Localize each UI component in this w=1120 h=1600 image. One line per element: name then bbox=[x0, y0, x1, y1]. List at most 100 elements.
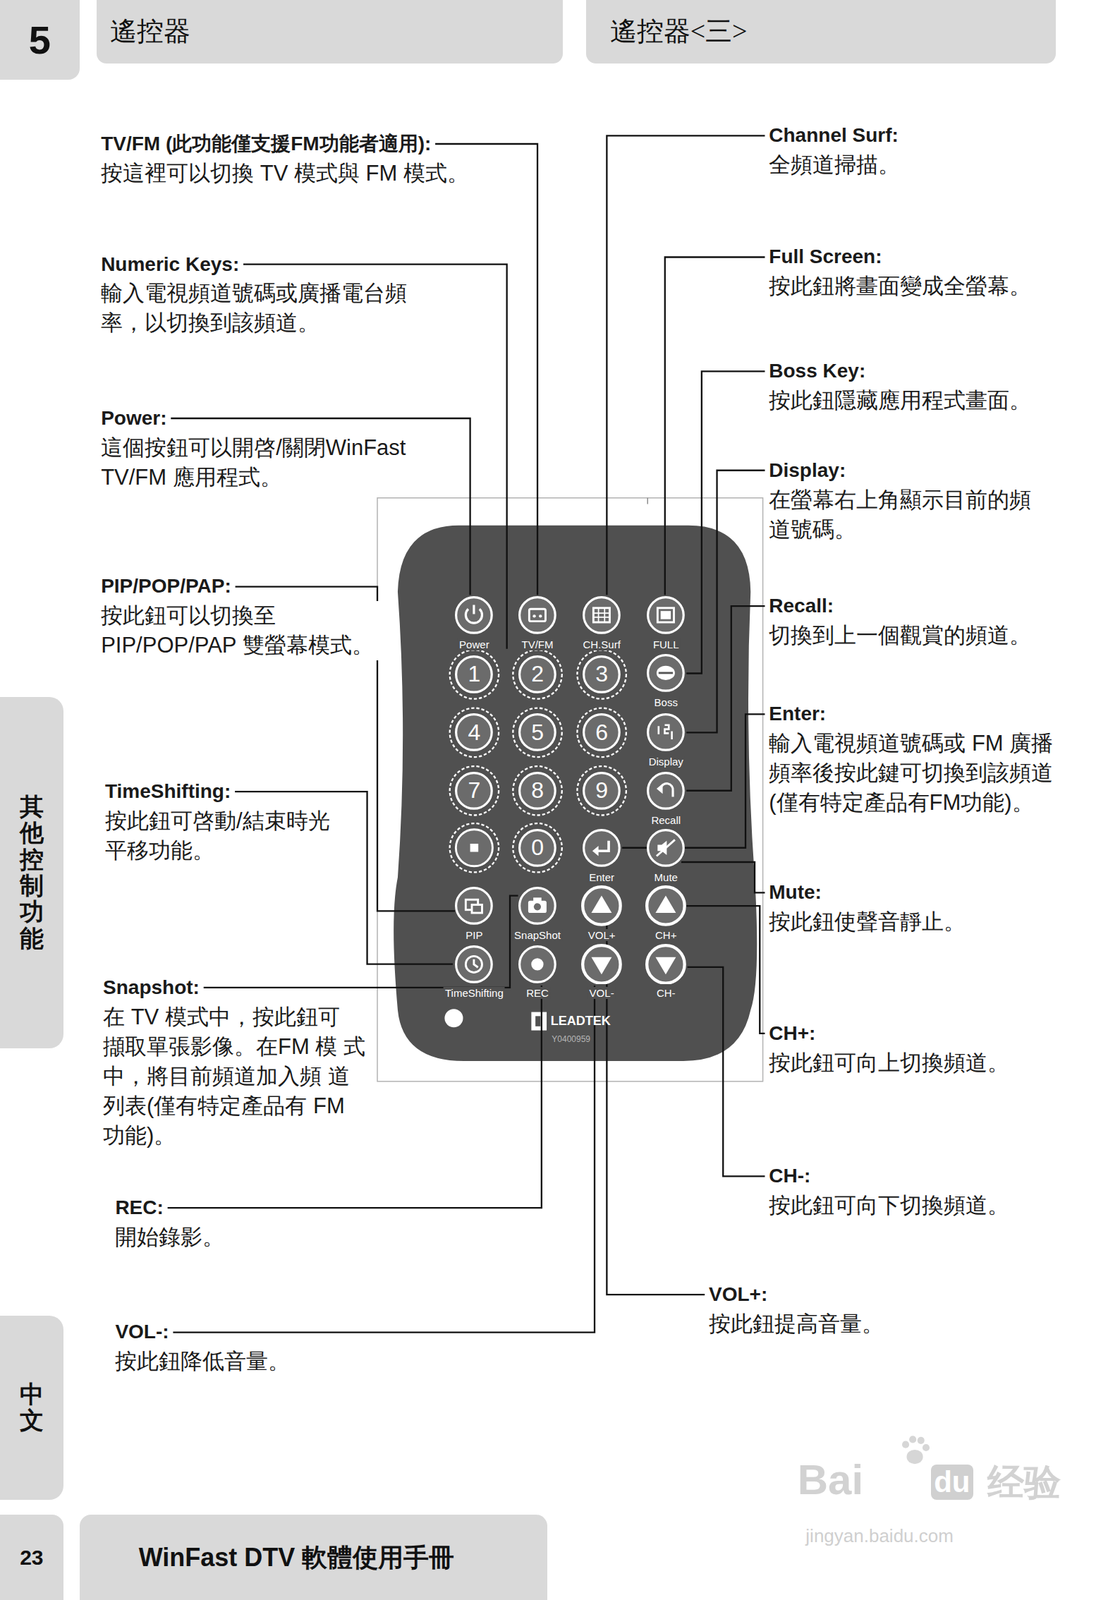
button-shape bbox=[645, 827, 687, 869]
callout-description: 按此鈕可向上切換頻道。 bbox=[768, 1048, 1010, 1078]
number-button: 1 bbox=[453, 653, 495, 695]
number-button: 7 bbox=[453, 770, 495, 812]
button-label: PIP bbox=[464, 928, 484, 941]
button-label: FULL bbox=[651, 638, 681, 651]
remote-button: SnapShot bbox=[516, 885, 558, 927]
callout-title: Boss Key: bbox=[768, 358, 866, 383]
button-label: Mute bbox=[653, 871, 680, 884]
number-button: 9 bbox=[581, 770, 623, 812]
leader-line bbox=[435, 143, 538, 595]
watermark: Bai bbox=[797, 1456, 864, 1503]
header-bar: 遙控器 bbox=[96, 0, 563, 64]
button-label: Boss bbox=[653, 696, 680, 709]
key-number: 0 bbox=[516, 827, 558, 869]
number-button: 6 bbox=[581, 711, 623, 753]
callout-title: VOL-: bbox=[114, 1319, 169, 1344]
callout-description: 輸入電視頻道號碼或 FM 廣播 頻率後按此鍵可切換到該頻道 (僅有特定產品有FM… bbox=[768, 728, 1072, 818]
leader-line bbox=[681, 861, 766, 893]
button-shape bbox=[453, 885, 495, 927]
button-shape bbox=[645, 711, 687, 753]
callout-title: PIP/POP/PAP: bbox=[100, 574, 232, 599]
remote-button: CH.Surf bbox=[581, 594, 623, 636]
button-label: VOL- bbox=[588, 986, 616, 999]
remote-button: TV/FM bbox=[516, 594, 558, 636]
key-number: 4 bbox=[453, 711, 495, 753]
callout-description: 這個按鈕可以開啓/關閉WinFast TV/FM 應用程式。 bbox=[100, 433, 428, 493]
box-text: 遙控器 bbox=[110, 13, 191, 50]
number-button: 8 bbox=[516, 770, 558, 812]
remote-button: Display bbox=[645, 711, 687, 753]
number-button: 3 bbox=[581, 653, 623, 695]
button-label: CH- bbox=[655, 986, 678, 999]
frame-tick bbox=[646, 497, 648, 505]
remote-button: REC bbox=[516, 943, 558, 985]
button-label: Power bbox=[457, 638, 491, 651]
button-label: CH.Surf bbox=[581, 638, 622, 651]
key-number: 9 bbox=[581, 770, 623, 812]
callout-description: 按此鈕使聲音靜止。 bbox=[768, 907, 966, 937]
remote-button: Boss bbox=[645, 652, 687, 694]
callout-title: Enter: bbox=[768, 701, 826, 726]
callout-description: 按此鈕可啓動/結束時光 平移功能。 bbox=[105, 806, 338, 866]
brand-logo: LEADTEK bbox=[550, 1013, 611, 1028]
leader-line bbox=[606, 925, 705, 1295]
callout-description: 按此鈕可以切換至 PIP/POP/PAP 雙螢幕模式。 bbox=[100, 600, 387, 661]
remote-button: TimeShifting bbox=[453, 943, 495, 985]
key-number: 5 bbox=[516, 711, 558, 753]
page-number-tab: 23 bbox=[0, 1514, 64, 1600]
button-shape bbox=[645, 885, 687, 927]
remote-button: FULL bbox=[645, 594, 687, 636]
key-number: 6 bbox=[581, 711, 623, 753]
ir-led bbox=[444, 1008, 463, 1027]
remote-button: VOL+ bbox=[581, 885, 623, 927]
remote-button: PIP bbox=[453, 885, 495, 927]
button-label: Display bbox=[647, 755, 685, 768]
footer-bar: WinFast DTV 軟體使用手冊 bbox=[79, 1514, 549, 1600]
remote-body bbox=[393, 525, 757, 1061]
callout-title: Full Screen: bbox=[768, 244, 882, 269]
remote-button: Power bbox=[453, 594, 495, 636]
vertical-tab-text: 其他控制功能 bbox=[19, 793, 44, 952]
button-shape bbox=[645, 943, 687, 985]
callout-description: 按此鈕降低音量。 bbox=[114, 1346, 290, 1377]
callout-title: VOL+: bbox=[708, 1282, 768, 1307]
callout-title: Mute: bbox=[768, 880, 822, 905]
key-number: 1 bbox=[453, 653, 495, 695]
button-label: TV/FM bbox=[520, 638, 556, 651]
leader-line bbox=[622, 713, 765, 848]
button-shape bbox=[581, 594, 623, 636]
callout-description: 在 TV 模式中，按此鈕可 擷取單張影像。在FM 模 式中，將目前頻道加入頻 道… bbox=[102, 1002, 367, 1151]
remote-button: CH+ bbox=[645, 885, 687, 927]
callout-title: Power: bbox=[100, 406, 167, 431]
watermark: 经验 bbox=[987, 1460, 1061, 1503]
box-text: 23 bbox=[19, 1545, 44, 1570]
callout-description: 切換到上一個觀賞的頻道。 bbox=[768, 620, 1032, 651]
button-label: Enter bbox=[587, 871, 616, 884]
leader-line bbox=[665, 257, 766, 596]
dot-button bbox=[455, 829, 493, 867]
leader-line bbox=[686, 470, 765, 733]
callout-title: Display: bbox=[768, 458, 846, 483]
key-number: 7 bbox=[453, 770, 495, 812]
leader-line bbox=[606, 135, 765, 595]
button-shape bbox=[645, 770, 687, 812]
callout-title: Recall: bbox=[768, 593, 834, 618]
header-bar: 遙控器<三> bbox=[586, 0, 1056, 64]
button-label: SnapShot bbox=[512, 928, 563, 941]
callout-description: 按此鈕可向下切換頻道。 bbox=[768, 1190, 1010, 1221]
callout-description: 全頻道掃描。 bbox=[768, 150, 900, 180]
vertical-tab-text: 中文 bbox=[19, 1380, 44, 1434]
button-label: Recall bbox=[649, 813, 683, 826]
side-tab: 其他控制功能 bbox=[0, 696, 64, 1049]
button-shape bbox=[516, 943, 558, 985]
button-shape bbox=[453, 594, 495, 636]
button-label: CH+ bbox=[653, 928, 678, 941]
leader-line bbox=[686, 905, 765, 1034]
leader-line bbox=[686, 605, 765, 791]
watermark-url: jingyan.baidu.com bbox=[805, 1524, 954, 1546]
leader-line bbox=[203, 895, 519, 988]
leader-line bbox=[686, 370, 765, 673]
callout-title: TV/FM (此功能僅支援FM功能者適用): bbox=[100, 131, 431, 156]
number-button: 0 bbox=[516, 827, 558, 869]
callout-title: Snapshot: bbox=[102, 975, 200, 1000]
